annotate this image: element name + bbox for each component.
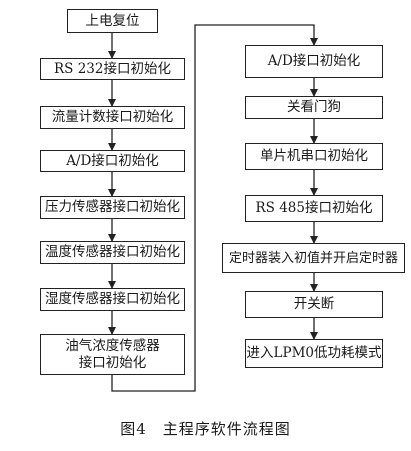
timer-load-box: 定时器装入初值并开启定时器 — [222, 243, 405, 273]
switch-off-box: 开关断 — [245, 291, 383, 318]
switch-off-label: 开关断 — [293, 296, 335, 312]
figure-caption: 图4 主程序软件流程图 — [120, 420, 291, 438]
mcu-serial-init-label: 单片机串口初始化 — [260, 148, 368, 164]
temperature-init-label: 温度传感器接口初始化 — [45, 244, 180, 260]
rs485-init-box: RS 485接口初始化 — [245, 195, 383, 222]
rs232-init-box: RS 232接口初始化 — [40, 58, 185, 80]
humidity-init-box: 湿度传感器接口初始化 — [40, 288, 185, 311]
ad-init-right-label: A/D接口初始化 — [267, 53, 361, 69]
power-reset-label: 上电复位 — [85, 12, 140, 29]
pressure-init-label: 压力传感器接口初始化 — [45, 199, 180, 215]
timer-load-label: 定时器装入初值并开启定时器 — [228, 250, 398, 266]
pressure-init-box: 压力传感器接口初始化 — [40, 196, 185, 219]
lpm0-mode-box: 进入LPM0低功耗模式 — [245, 339, 383, 368]
oil-gas-init-label-line2: 接口初始化 — [78, 354, 147, 371]
rs485-init-label: RS 485接口初始化 — [255, 200, 373, 216]
oil-gas-init-box: 油气浓度传感器 接口初始化 — [40, 334, 185, 375]
watchdog-off-label: 关看门狗 — [287, 99, 341, 115]
flowmeter-init-label: 流量计数接口初始化 — [51, 109, 174, 125]
watchdog-off-box: 关看门狗 — [245, 96, 383, 119]
lpm0-mode-label: 进入LPM0低功耗模式 — [246, 345, 382, 361]
ad-init-left-label: A/D接口初始化 — [66, 152, 159, 169]
temperature-init-box: 温度传感器接口初始化 — [40, 241, 185, 264]
oil-gas-init-label-line1: 油气浓度传感器 — [65, 337, 160, 354]
ad-init-right-box: A/D接口初始化 — [245, 45, 383, 78]
mcu-serial-init-box: 单片机串口初始化 — [245, 143, 383, 170]
humidity-init-label: 湿度传感器接口初始化 — [45, 291, 180, 307]
column-connector — [111, 24, 318, 392]
ad-init-left-box: A/D接口初始化 — [40, 150, 185, 172]
rs232-init-label: RS 232接口初始化 — [54, 60, 171, 77]
flowmeter-init-box: 流量计数接口初始化 — [40, 106, 185, 129]
power-reset-box: 上电复位 — [67, 9, 158, 33]
